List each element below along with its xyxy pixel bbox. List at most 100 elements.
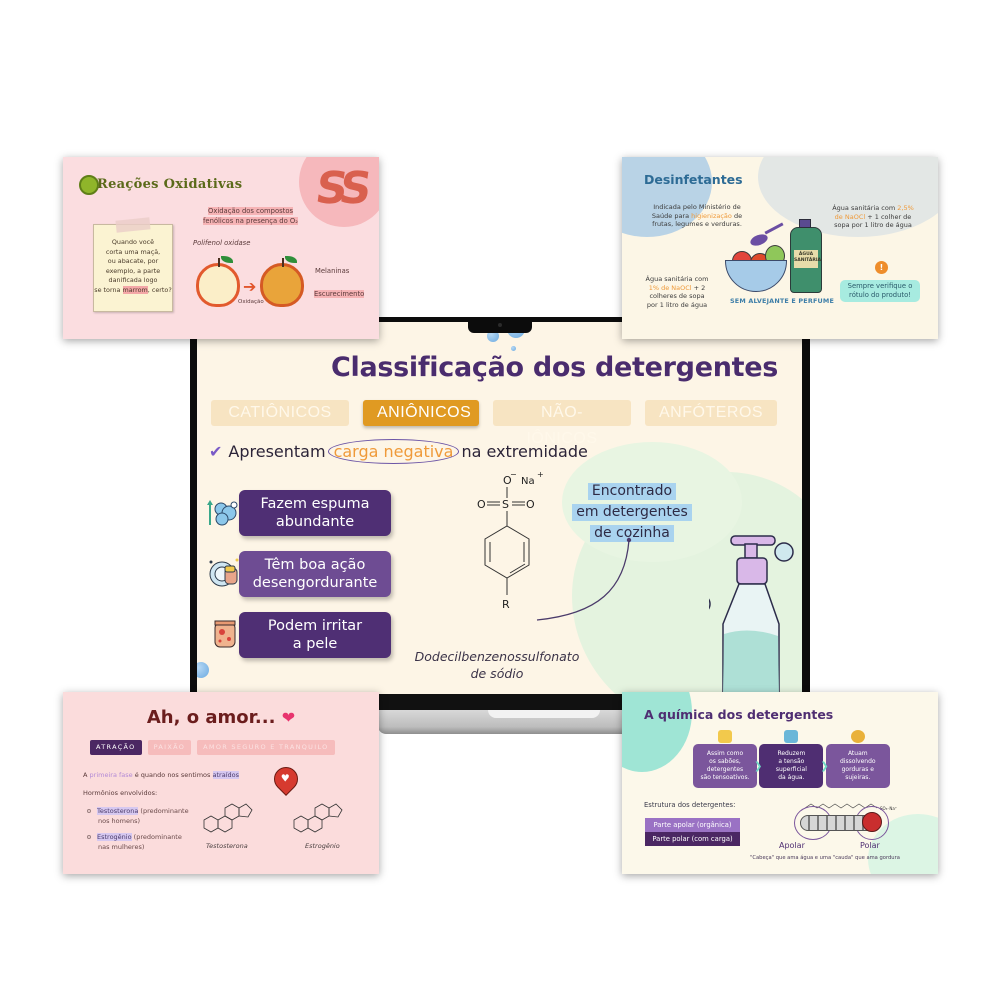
atom-s: S — [502, 498, 509, 511]
sulfonate-structure: O − Na + O S O R — [477, 470, 544, 611]
found-line: de cozinha — [590, 525, 674, 542]
text-part: A — [83, 771, 88, 779]
note-line: , certo? — [147, 285, 172, 294]
text-line: + 1 colher de — [867, 212, 912, 221]
step-line: os sabões, — [709, 758, 741, 765]
right-dosage-text: Água sanitária com 2,5% de NaOCl + 1 col… — [827, 204, 919, 230]
svg-text:SO₃⁻Na⁺: SO₃⁻Na⁺ — [880, 806, 897, 811]
arrow-right-icon: ➔ — [243, 277, 257, 296]
step-line: a tensão — [778, 758, 805, 765]
tab-amor-seguro[interactable]: AMOR SEGURO E TRANQUILO — [197, 740, 335, 755]
atom-o-left: O — [477, 498, 486, 511]
text-highlight: primeira fase — [89, 771, 133, 779]
step-line: Reduzem — [777, 750, 806, 757]
text-line: Indicada pelo Ministério de — [653, 203, 741, 211]
atom-o-right: O — [526, 498, 535, 511]
text-line: por 1 litro de água — [646, 300, 708, 309]
decor-blob — [622, 692, 692, 772]
laptop-base-lip — [488, 710, 600, 718]
note-line: exemplo, a parte — [105, 266, 161, 275]
testosterone-structure — [203, 803, 253, 833]
caption-line: de sódio — [470, 666, 524, 681]
atom-charge-plus: + — [537, 470, 544, 479]
cleaning-plate-icon — [207, 556, 243, 592]
hormone-desc: nos homens) — [98, 817, 141, 825]
text-tag: atraídos — [212, 771, 239, 779]
feature-line: Têm boa ação — [264, 557, 366, 573]
hormones-label: Hormônios envolvidos: — [83, 789, 158, 797]
oxidized-apple-icon — [260, 256, 304, 307]
estrogen-structure — [293, 803, 343, 833]
note-line: danificada logo — [108, 276, 158, 284]
text-highlight: 1% de NaOCl — [648, 283, 692, 292]
warning-icon: ! — [875, 261, 888, 274]
slide-oxidative-reactions[interactable]: SS Reações Oxidativas Quando você corta … — [63, 157, 379, 339]
text-line: Saúde para — [651, 211, 690, 220]
step-line: dissolvendo — [839, 758, 876, 765]
hearts-icon: ❤ — [281, 708, 296, 727]
camera-icon — [498, 323, 502, 327]
chevron-right-icon: ❯ — [754, 760, 763, 772]
micelle-icon — [850, 730, 865, 743]
step-line: Assim como — [706, 750, 744, 757]
bubble-icon — [511, 346, 516, 351]
tab-cationicos[interactable]: CATIÔNICOS — [211, 400, 349, 426]
structure-caption: Estrogênio — [305, 842, 340, 850]
hormone-name: Estrogênio — [97, 833, 132, 841]
tab-anfoteros[interactable]: ANFÓTEROS — [645, 400, 777, 426]
slide-title: Ah, o amor... ❤ — [63, 707, 379, 728]
text-highlight: de NaOCl — [834, 212, 866, 221]
kiwi-icon — [79, 175, 99, 195]
step-line: sujeiras. — [845, 774, 871, 781]
warning-line: rótulo do produto! — [849, 291, 911, 299]
title-text: Ah, o amor... — [146, 707, 276, 728]
footer-label: SEM ALVEJANTE E PERFUME — [730, 297, 835, 305]
chevron-right-icon: ❯ — [820, 760, 829, 772]
bubble-icon — [487, 330, 499, 342]
tab-nao-ionicos[interactable]: NÃO-IÔNICOS — [493, 400, 631, 447]
tab-atracao[interactable]: ATRAÇÃO — [90, 740, 142, 755]
category-tabs: CATIÔNICOS ANIÔNICOS NÃO-IÔNICOS ANFÓTER… — [211, 400, 777, 447]
step-line: detergentes — [706, 766, 744, 773]
step-line: são tensoativos. — [700, 774, 750, 781]
text-line: colheres de sopa — [649, 292, 705, 301]
left-dosage-text: Água sanitária com 1% de NaOCl + 2 colhe… — [642, 275, 712, 309]
hormone-item: Testosterona (predominante nos homens) — [87, 806, 189, 826]
intro-text: A primeira fase é quando nos sentimos at… — [83, 770, 239, 780]
water-wave-icon — [784, 730, 799, 743]
text-line: frutas, legumes e verduras. — [652, 220, 742, 229]
found-line: Encontrado — [587, 483, 677, 500]
structure-caption: Testosterona — [206, 842, 248, 850]
structure-label: Estrutura dos detergentes: — [644, 801, 736, 809]
slide-title: Desinfetantes — [644, 172, 743, 187]
text-line: + 2 — [693, 283, 706, 292]
feature-line: Fazem espuma — [260, 496, 370, 512]
tab-paixao[interactable]: PAIXÃO — [147, 740, 192, 755]
polar-label: Polar — [860, 841, 880, 850]
question-note: Quando você corta uma maçã, ou abacate, … — [93, 217, 173, 312]
tab-anionicos[interactable]: ANIÔNICOS — [363, 400, 479, 426]
melanin-label: Melaninas — [315, 267, 350, 275]
house-bubbles-icon — [718, 730, 732, 743]
slide-disinfectants[interactable]: Desinfetantes Indicada pelo Ministério d… — [622, 157, 938, 339]
atom-charge-minus: − — [510, 470, 517, 479]
text-highlight: 2,5% — [897, 204, 914, 212]
slide-love[interactable]: Ah, o amor... ❤ ATRAÇÃO PAIXÃO AMOR SEGU… — [63, 692, 379, 874]
note-line: corta uma maçã, — [105, 247, 161, 256]
text-part: é quando nos sentimos — [134, 771, 211, 779]
note-line: Quando você — [111, 238, 155, 246]
